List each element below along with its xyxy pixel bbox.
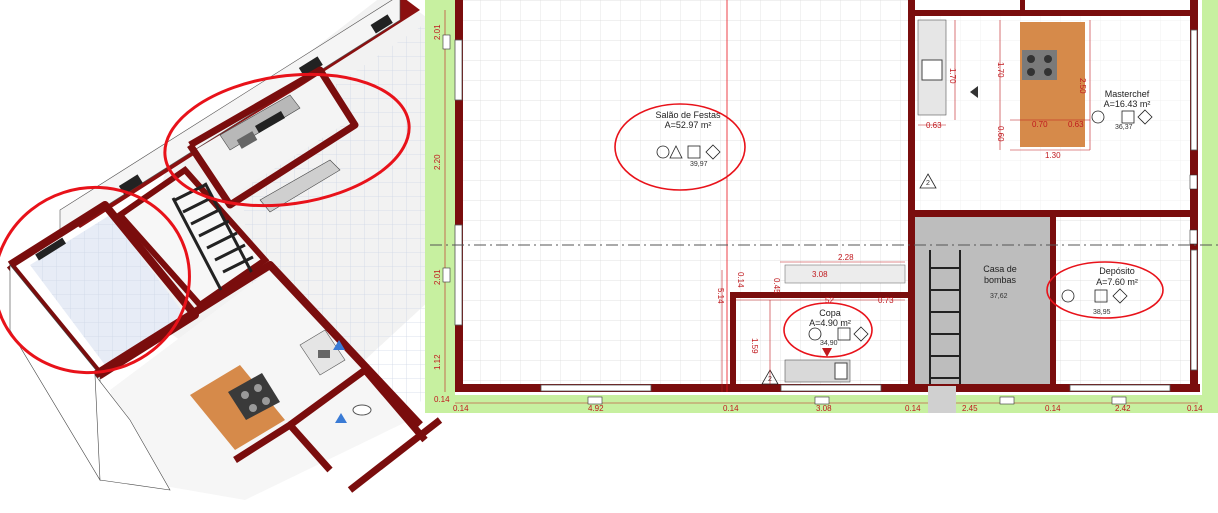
dim-0.63: 0.63 <box>926 121 942 130</box>
dim-0.73: 0.73 <box>878 296 894 305</box>
iso-counter <box>219 94 301 151</box>
dim-1.70-b: 1.70 <box>996 62 1005 78</box>
window-tags <box>442 34 1198 405</box>
annotation-circle-salao <box>614 103 746 191</box>
iso-wall <box>287 365 428 443</box>
deposito-tag: 38,95 <box>1093 309 1111 316</box>
isometric-3d-view <box>0 0 443 500</box>
plan-grid-right <box>1055 215 1195 390</box>
iso-wall <box>347 417 443 493</box>
annotation-circle-deposito <box>1046 261 1164 319</box>
iso-island <box>190 365 285 450</box>
iso-lower-wall-face <box>94 374 171 491</box>
dim-1.59: 1.59 <box>750 338 759 354</box>
iso-burners <box>241 384 270 412</box>
dim-2.01-bottom: 2.01 <box>433 269 442 285</box>
dim-4.92: 4.92 <box>588 404 604 413</box>
salao-symbols <box>656 144 721 160</box>
dim-0.70: 0.70 <box>1032 120 1048 129</box>
iso-door-marker <box>333 340 345 350</box>
dim-0.14-b3: 0.14 <box>905 404 921 413</box>
casa-bombas-floor <box>915 215 1050 390</box>
copa-tag: 34,90 <box>820 340 838 347</box>
deposito-name: Depósito <box>1099 266 1135 276</box>
iso-washbasin <box>352 404 372 416</box>
iso-window <box>118 174 143 195</box>
annotation-circle-copa <box>783 302 873 358</box>
dim-2.50: 2.50 <box>1078 78 1087 94</box>
dim-1.12: 1.12 <box>433 354 442 370</box>
section-marker-label: 2 <box>926 180 930 187</box>
casa-bombas-line2: bombas <box>984 275 1017 285</box>
iso-window <box>35 237 67 261</box>
iso-window <box>255 111 285 133</box>
bomb-door <box>928 386 956 413</box>
dim-2.42: 2.42 <box>1115 404 1131 413</box>
masterchef-island <box>1020 22 1085 147</box>
dim-0.14-b5: 0.14 <box>1187 404 1203 413</box>
masterchef-arrow <box>970 86 978 98</box>
copa-counter <box>784 359 851 383</box>
copa-area: A=4.90 m² <box>809 318 851 328</box>
deposito-symbols <box>1061 288 1128 304</box>
iso-wall <box>187 66 359 209</box>
cooktop-burners <box>1027 55 1052 76</box>
copa-sink <box>834 362 848 380</box>
dim-3.08-bottom: 3.08 <box>816 404 832 413</box>
dim-0.14-b2: 0.14 <box>723 404 739 413</box>
dim-0.63-b: 0.63 <box>1068 120 1084 129</box>
wall-counter <box>784 264 906 284</box>
dim-0.14-left: 0.14 <box>434 395 450 404</box>
dim-52: 52 <box>825 296 834 305</box>
dim-2.45: 2.45 <box>962 404 978 413</box>
plan-windows <box>454 29 1198 392</box>
iso-window <box>298 56 323 77</box>
floor-plan-2d: Salão de Festas A=52.97 m² 39,97 Copa A=… <box>425 0 1218 413</box>
casa-bombas-tag: 37,62 <box>990 293 1008 300</box>
dim-5.14: 5.14 <box>716 288 725 304</box>
ground-strip-right <box>1202 0 1218 413</box>
iso-sink <box>236 131 258 149</box>
dim-2.20: 2.20 <box>433 154 442 170</box>
copa-name: Copa <box>819 308 841 318</box>
annotation-circle-left-room <box>0 185 191 375</box>
masterchef-sink <box>921 59 943 81</box>
dim-1.30: 1.30 <box>1045 151 1061 160</box>
dim-1.70: 1.70 <box>948 68 957 84</box>
salao-name: Salão de Festas <box>655 110 721 120</box>
masterchef-name: Masterchef <box>1105 89 1150 99</box>
dim-0.14-b4: 0.14 <box>1045 404 1061 413</box>
dim-0.14-b1: 0.14 <box>453 404 469 413</box>
copa-symbols <box>808 326 869 342</box>
salao-tag: 39,97 <box>690 161 708 168</box>
masterchef-area: A=16.43 m² <box>1104 99 1151 109</box>
dim-3.08: 3.08 <box>812 270 828 279</box>
iso-room-top-floor <box>195 75 350 200</box>
plan-grid <box>455 0 910 392</box>
iso-stairs <box>171 182 255 291</box>
iso-wall <box>233 420 333 473</box>
dim-2.01-top: 2.01 <box>433 24 442 40</box>
dim-0.14-copa: 0.14 <box>736 272 745 288</box>
iso-door-marker <box>335 413 347 423</box>
iso-room-left-tiles <box>30 215 185 365</box>
casa-bombas-ladder <box>929 250 961 385</box>
deposito-area: A=7.60 m² <box>1096 277 1138 287</box>
salao-area: A=52.97 m² <box>665 120 712 130</box>
iso-window <box>370 14 393 34</box>
dim-0.45: 0.45 <box>772 278 781 294</box>
masterchef-symbols <box>1091 109 1153 125</box>
iso-sink <box>318 350 330 358</box>
casa-bombas-line1: Casa de <box>983 264 1017 274</box>
masterchef-cooktop <box>1022 50 1057 80</box>
dim-0.60: 0.60 <box>996 126 1005 142</box>
copa-arrow <box>822 348 832 357</box>
annotation-circle-top-room <box>163 72 411 208</box>
ground-strip-left <box>425 0 455 413</box>
iso-cooktop <box>228 373 280 420</box>
iso-bench <box>259 159 341 213</box>
masterchef-tag: 36,37 <box>1115 124 1133 131</box>
dim-2.28: 2.28 <box>838 253 854 262</box>
